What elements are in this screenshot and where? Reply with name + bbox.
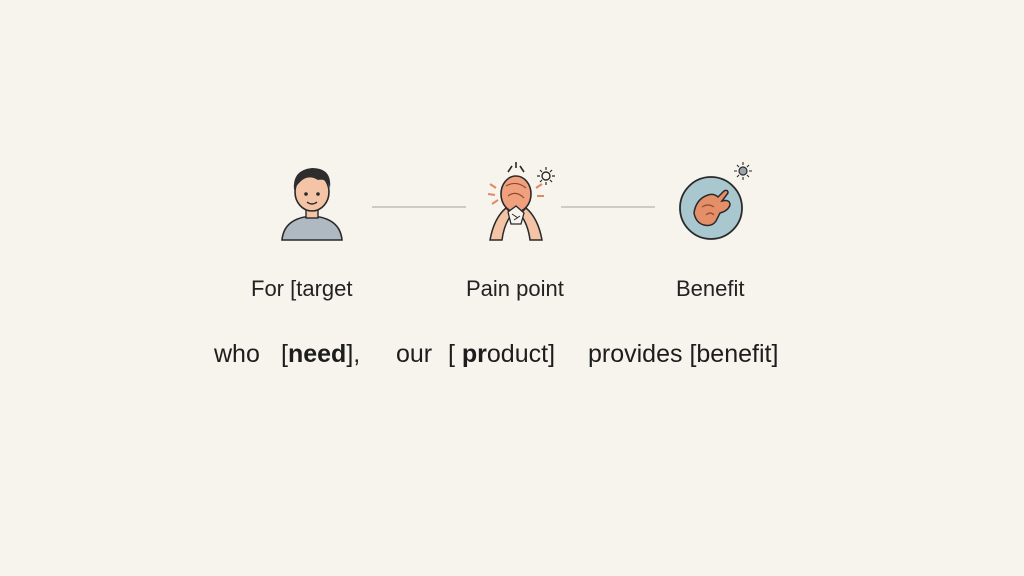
connector-line: [372, 206, 466, 208]
statement-need: [need],: [281, 340, 360, 369]
statement-who: who: [214, 340, 260, 368]
statement-our: our: [396, 340, 433, 368]
connector-line: [561, 206, 655, 208]
product-rest: oduct]: [486, 340, 556, 368]
product-bold-part: pr: [461, 340, 487, 368]
statement-product: [ product]: [448, 340, 555, 369]
statement-provides: provides [benefit]: [588, 340, 779, 368]
stressed-head-icon: [476, 158, 556, 248]
hand-in-circle-icon: [672, 155, 752, 245]
need-bracket-open: [: [281, 340, 288, 368]
need-word: need: [287, 340, 347, 368]
node-label-pain-point: Pain point: [466, 276, 564, 301]
node-label-benefit: Benefit: [676, 276, 745, 301]
need-bracket-close: ],: [346, 340, 361, 368]
person-icon: [272, 158, 352, 248]
product-bracket-open: [: [448, 340, 462, 368]
node-label-target: For [target: [251, 276, 353, 301]
